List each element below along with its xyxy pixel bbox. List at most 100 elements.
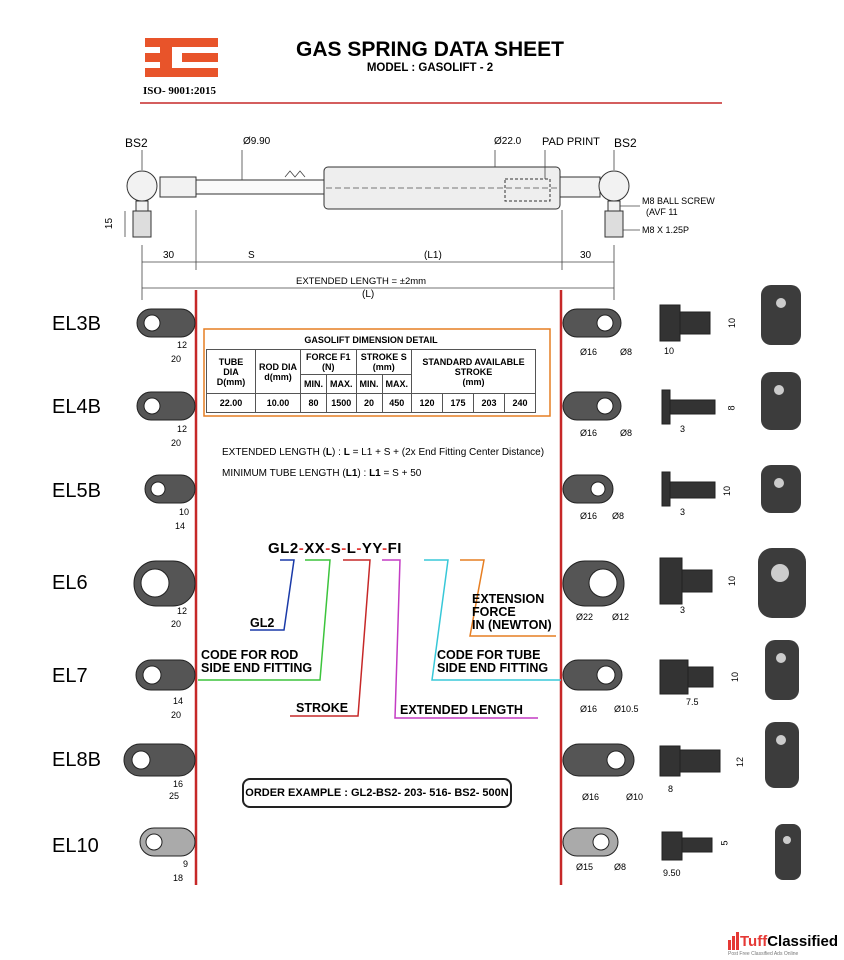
el8b-hole2: Ø10: [626, 792, 644, 802]
el6-width: 3: [680, 605, 686, 615]
el10-hole1: Ø15: [576, 862, 594, 872]
left-end-fitting-label: BS2: [125, 136, 148, 150]
el10-d1: 9: [183, 859, 189, 869]
th-force-min: MIN.: [300, 374, 327, 394]
thread-label: M8 X 1.25P: [642, 225, 690, 235]
fitting-code-el10: EL10: [52, 835, 99, 857]
page-title: GAS SPRING DATA SHEET: [296, 38, 564, 61]
el4b-hole2: Ø8: [620, 428, 633, 438]
brand-tagline: Post Free Classified Ads Online: [728, 951, 799, 957]
brand-logo-bars: [728, 932, 739, 950]
el4b-width: 3: [680, 424, 686, 434]
el7-width: 7.5: [686, 697, 699, 707]
drawing-dimension-lines: [124, 150, 640, 300]
el6-d2: 20: [171, 619, 182, 629]
el4b-d2: 20: [171, 438, 182, 448]
th-stroke: STROKE S(mm): [355, 349, 412, 375]
cell-std-stroke-2: 175: [442, 393, 474, 413]
el5b-hole2: Ø8: [612, 511, 625, 521]
el3b-width: 10: [664, 346, 675, 356]
el3b-hole1: Ø16: [580, 347, 598, 357]
gas-spring-drawing: [126, 166, 630, 238]
l1-dimension: (L1): [424, 250, 442, 261]
rod-diameter-label: Ø9.90: [243, 136, 271, 147]
ball-screw-note: (AVF 11: [646, 207, 678, 217]
left-eye-fittings: [123, 308, 196, 857]
el4b-height: 8: [726, 405, 737, 411]
l-dimension: (L): [362, 289, 375, 300]
fitting-code-el4b: EL4B: [52, 396, 101, 418]
tuffclassified-brand[interactable]: TuffClassified: [740, 933, 839, 950]
cell-std-stroke-1: 120: [411, 393, 443, 413]
el5b-hole1: Ø16: [580, 511, 598, 521]
el8b-d2: 25: [169, 791, 180, 801]
el7-hole2: Ø10.5: [614, 704, 639, 714]
fitting-code-el6: EL6: [52, 572, 88, 594]
cell-stroke-min: 20: [355, 393, 383, 413]
el5b-height: 10: [722, 485, 733, 497]
height-dimension: 15: [104, 217, 116, 230]
fitting-code-el8b: EL8B: [52, 749, 101, 771]
th-stroke-max: MAX.: [381, 374, 412, 394]
el8b-hole1: Ø16: [582, 792, 600, 802]
el5b-d1: 10: [179, 507, 190, 517]
el10-hole2: Ø8: [614, 862, 627, 872]
el10-d2: 18: [173, 873, 184, 883]
fitting-code-el7: EL7: [52, 665, 88, 687]
el3b-height: 10: [727, 317, 738, 329]
fitting-3d-renders: [758, 285, 806, 880]
fitting-code-el5b: EL5B: [52, 480, 101, 502]
model-subtitle: MODEL : GASOLIFT - 2: [366, 62, 494, 74]
minimum-tube-length-formula: MINIMUM TUBE LENGTH (L1) : L1 = S + 50: [222, 468, 422, 479]
th-standard-stroke: STANDARD AVAILABLE STROKE(mm): [411, 349, 536, 394]
order-code-pattern: GL2-XX-S-L-YY-FI: [268, 540, 402, 557]
cell-tube-dia: 22.00: [206, 393, 256, 413]
el6-hole2: Ø12: [612, 612, 630, 622]
stroke-dimension: S: [248, 250, 255, 261]
order-code-connectors: [198, 559, 561, 719]
fitting-code-el3b: EL3B: [52, 313, 101, 335]
el5b-d2: 14: [175, 521, 186, 531]
gl2-explanation: GL2: [250, 616, 275, 630]
extended-length-explanation: EXTENDED LENGTH: [400, 703, 523, 717]
th-force-max: MAX.: [326, 374, 357, 394]
stroke-explanation: STROKE: [296, 701, 349, 715]
el3b-hole2: Ø8: [620, 347, 633, 357]
right-30-dimension: 30: [580, 250, 592, 261]
el7-hole1: Ø16: [580, 704, 598, 714]
cell-force-min: 80: [300, 393, 327, 413]
el7-height: 10: [730, 671, 741, 683]
el6-height: 10: [727, 575, 738, 587]
extended-length-dimension: EXTENDED LENGTH = ±2mm: [296, 276, 427, 287]
el8b-height: 12: [735, 756, 746, 768]
pad-print-label: PAD PRINT: [542, 136, 600, 148]
cell-std-stroke-4: 240: [504, 393, 536, 413]
cell-std-stroke-3: 203: [473, 393, 505, 413]
ball-screw-label: M8 BALL SCREW: [642, 196, 715, 206]
fitting-side-views: [659, 304, 721, 861]
el10-height: 5: [719, 840, 730, 846]
cell-force-max: 1500: [326, 393, 357, 413]
dimension-table-frame: [203, 328, 551, 417]
th-stroke-min: MIN.: [355, 374, 383, 394]
order-example-box: ORDER EXAMPLE : GL2-BS2- 203- 516- BS2- …: [242, 778, 512, 808]
el3b-d1: 12: [177, 340, 188, 350]
el3b-d2: 20: [171, 354, 182, 364]
right-eye-fittings: [562, 308, 635, 857]
el8b-width: 8: [668, 784, 674, 794]
el6-d1: 12: [177, 606, 188, 616]
dimension-table-title: GASOLIFT DIMENSION DETAIL: [206, 331, 536, 350]
right-end-fitting-label: BS2: [614, 136, 637, 150]
iso-certification: ISO- 9001:2015: [143, 85, 217, 97]
cell-stroke-max: 450: [381, 393, 412, 413]
company-logo: [145, 38, 218, 77]
th-force: FORCE F1(N): [300, 349, 357, 375]
extended-length-formula: EXTENDED LENGTH (L) : L = L1 + S + (2x E…: [222, 447, 545, 458]
